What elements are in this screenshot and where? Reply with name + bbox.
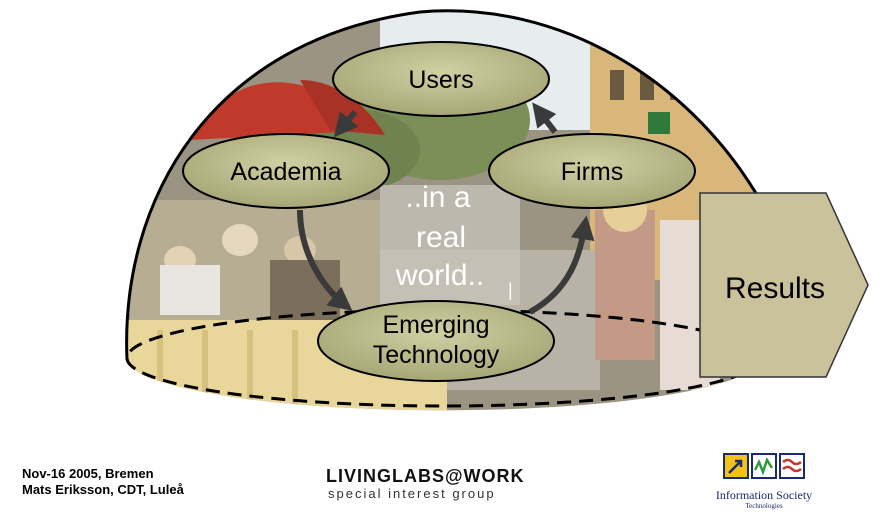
center-line1: ..in a [405,181,470,214]
center-line2: real [416,221,466,254]
node-academia-label: Academia [230,158,341,186]
arrow-academia-to-emerging [297,209,353,312]
results-label: Results [725,272,825,305]
ist-logo-subtitle: Technologies [745,502,783,510]
node-firms-label: Firms [561,158,623,186]
arrow-emerging-to-firms [528,215,595,315]
livinglabs-logo-title: LIVINGLABS@WORK [326,466,525,486]
center-cursor: | [508,280,513,300]
cycle-arrows [297,102,595,315]
footer-line-date: Nov-16 2005, Bremen [22,466,154,481]
ist-logo-name: Information Society [715,488,813,502]
node-emerging-line1: Emerging [383,311,490,339]
arrow-users-to-academia [333,110,359,138]
node-firms: Firms [488,133,696,209]
results-arrow [699,192,869,378]
node-users: Users [332,41,550,117]
footer-line-author: Mats Eriksson, CDT, Luleå [22,482,184,497]
livinglabs-logo-subtitle: special interest group [328,486,496,501]
footer-date-author: Nov-16 2005, Bremen Mats Eriksson, CDT, … [22,466,184,498]
node-users-label: Users [408,66,473,94]
center-line3: world.. [395,259,484,292]
arrow-firms-to-users [532,102,558,134]
node-emerging-technology: Emerging Technology [317,300,555,382]
node-academia: Academia [182,133,390,209]
node-emerging-line2: Technology [373,341,500,369]
center-caption: ..in a real world.. | [395,181,513,300]
ist-logo-icon [723,453,805,479]
